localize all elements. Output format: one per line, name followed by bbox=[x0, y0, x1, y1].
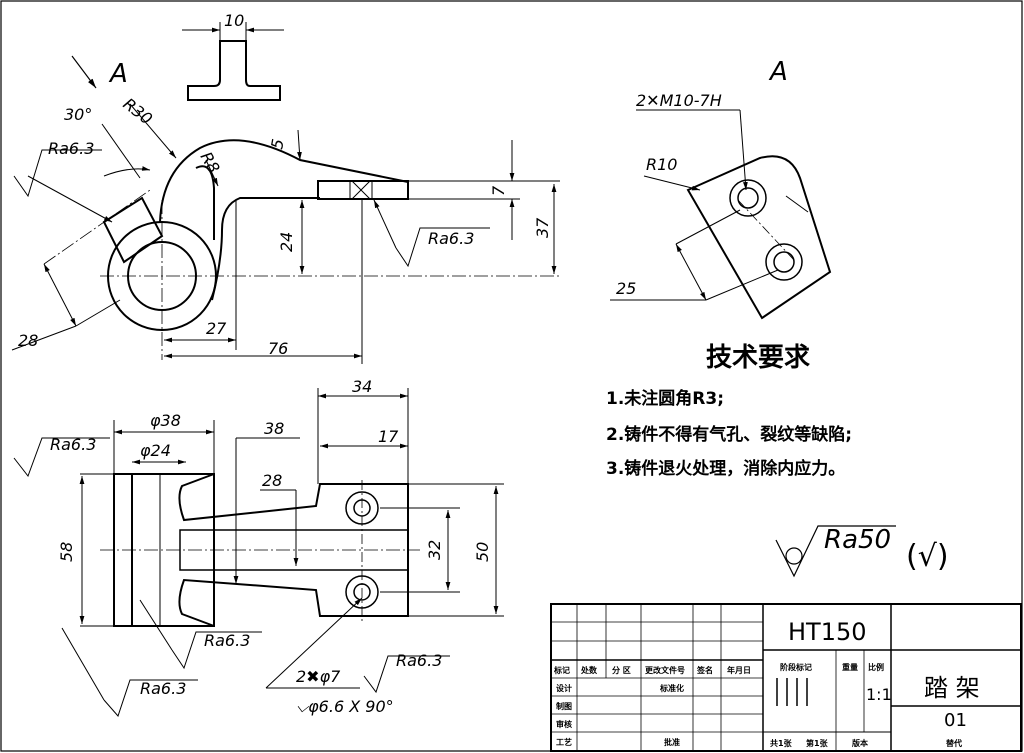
dim-csink: ⌵φ6.6 X 90° bbox=[296, 697, 394, 716]
tb-material: HT150 bbox=[788, 618, 867, 646]
dim-dia38: φ38 bbox=[150, 411, 181, 430]
dim-37: 37 bbox=[533, 217, 552, 238]
dim-28-top: 28 bbox=[18, 331, 38, 350]
tb-sheets-total: 共1张 bbox=[770, 738, 793, 748]
dim-5: 5 bbox=[267, 137, 287, 150]
tb-header-1: 处数 bbox=[580, 665, 598, 675]
dim-28-bottom: 28 bbox=[262, 471, 282, 490]
technical-requirements: 技术要求 1.未注圆角R3; 2.铸件不得有气孔、裂纹等缺陷; 3.铸件退火处理… bbox=[606, 343, 852, 479]
dim-58: 58 bbox=[57, 542, 76, 562]
tb-header-0: 标记 bbox=[553, 665, 570, 675]
dim-25: 25 bbox=[616, 279, 636, 298]
dim-r30: R30 bbox=[120, 94, 157, 128]
tb-row-check: 审核 bbox=[556, 719, 572, 729]
tb-replace: 替代 bbox=[946, 738, 962, 748]
dim-angle-30: 30° bbox=[64, 105, 92, 124]
tb-header-4: 签名 bbox=[696, 665, 713, 675]
tb-sheet-no: 第1张 bbox=[806, 738, 829, 748]
dim-32: 32 bbox=[425, 540, 444, 560]
dim-50: 50 bbox=[473, 542, 492, 562]
dim-34: 34 bbox=[352, 377, 372, 396]
tb-approve: 批准 bbox=[664, 737, 680, 747]
rough-1: Ra6.3 bbox=[48, 139, 94, 158]
dim-thread: 2✕M10-7H bbox=[636, 91, 722, 110]
tb-row-design: 设计 bbox=[556, 683, 572, 693]
general-roughness: Ra50 (√) bbox=[775, 525, 949, 578]
tb-scale: 1:1 bbox=[866, 685, 892, 704]
tb-row-draw: 制图 bbox=[556, 701, 572, 711]
label-view-a: A bbox=[108, 59, 128, 89]
rib-section: 10 bbox=[182, 11, 284, 101]
dim-24: 24 bbox=[277, 232, 296, 252]
label-view-a-right: A bbox=[768, 57, 788, 87]
tb-scale-label: 比例 bbox=[868, 662, 884, 672]
dim-r10: R10 bbox=[646, 155, 677, 174]
rough-4: Ra6.3 bbox=[204, 631, 250, 650]
tb-weight: 重量 bbox=[842, 662, 858, 672]
tb-header-3: 更改文件号 bbox=[645, 665, 685, 675]
dim-27: 27 bbox=[206, 319, 227, 338]
front-view: A R30 30° R8 5 7 37 24 27 76 bbox=[11, 55, 560, 364]
dim-38: 38 bbox=[264, 419, 284, 438]
dim-7: 7 bbox=[489, 185, 508, 196]
dim-dia24: φ24 bbox=[140, 441, 171, 460]
tech-req-item-2: 2.铸件不得有气孔、裂纹等缺陷; bbox=[606, 424, 852, 445]
tb-standardize: 标准化 bbox=[659, 683, 684, 693]
dim-76: 76 bbox=[268, 339, 288, 358]
tb-row-process: 工艺 bbox=[556, 737, 572, 747]
tb-version: 版本 bbox=[851, 738, 868, 748]
tb-header-5: 年月日 bbox=[727, 665, 751, 675]
rough-6: Ra6.3 bbox=[396, 651, 442, 670]
view-a: A 2✕M10-7H R10 25 bbox=[610, 57, 832, 320]
dim-17: 17 bbox=[378, 427, 399, 446]
tech-req-item-1: 1.未注圆角R3; bbox=[606, 388, 724, 409]
dim-r8: R8 bbox=[197, 149, 224, 177]
rough-5: Ra6.3 bbox=[140, 679, 186, 698]
tech-req-item-3: 3.铸件退火处理，消除内应力。 bbox=[606, 458, 845, 479]
dim-rib-width: 10 bbox=[224, 11, 244, 30]
rough-2: Ra6.3 bbox=[428, 229, 474, 248]
top-view: φ38 φ24 38 28 34 17 58 32 50 2✖φ7 ⌵φ6.6 … bbox=[13, 377, 504, 717]
tb-stage: 阶段标记 bbox=[780, 662, 812, 672]
title-block: 标记 处数 分 区 更改文件号 签名 年月日 设计 制图 审核 工艺 标准化 批… bbox=[550, 603, 1022, 752]
rough-general-suffix: (√) bbox=[906, 539, 949, 574]
tech-req-title: 技术要求 bbox=[706, 343, 810, 373]
dim-holes: 2✖φ7 bbox=[296, 667, 341, 686]
tb-header-2: 分 区 bbox=[612, 665, 631, 675]
tb-drawing-no: 01 bbox=[944, 710, 967, 731]
rough-3: Ra6.3 bbox=[50, 435, 96, 454]
tb-part-name: 踏 架 bbox=[924, 674, 980, 702]
rough-general: Ra50 bbox=[824, 525, 891, 555]
